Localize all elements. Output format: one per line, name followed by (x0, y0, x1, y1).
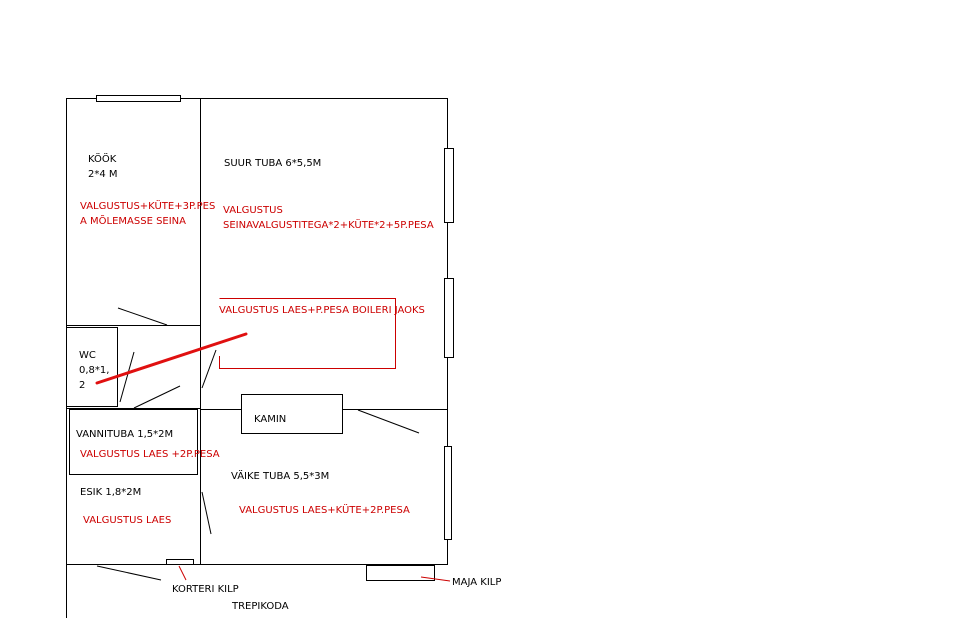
boiler-note-frame (219, 298, 396, 369)
living-room-name: SUUR TUBA 6*5,5M (224, 158, 321, 169)
stairwell-label: TREPIKODA (231, 601, 289, 612)
living-door (201, 349, 217, 389)
entrance-door (96, 565, 162, 581)
doors (96, 307, 420, 581)
living-small-door (357, 409, 420, 434)
wc-door (119, 351, 135, 403)
living-room-note-1: VALGUSTUS (223, 205, 283, 216)
kitchen-size: 2*4 M (88, 169, 118, 180)
living-window-1 (444, 148, 454, 223)
wc-walls (66, 327, 118, 407)
apartment-panel-box (166, 559, 194, 565)
small-room-name: VÄIKE TUBA 5,5*3M (231, 469, 329, 482)
wc-size-2: 2 (79, 380, 85, 391)
house-panel-label: MAJA KILP (452, 577, 501, 588)
living-window-2 (444, 278, 454, 358)
kitchen-note-2: A MÕLEMASSE SEINA (80, 214, 186, 227)
hall-name: ESIK 1,8*2M (80, 487, 141, 498)
kitchen-window (96, 95, 181, 102)
wc-name: WC (79, 350, 96, 361)
living-room-note-2: SEINAVALGUSTITEGA*2+KÜTE*2+5P.PESA (223, 218, 434, 231)
apartment-panel-leader (178, 565, 187, 581)
kitchen-name: KÖÖK (88, 152, 117, 165)
walls (66, 98, 448, 618)
wc-size-1: 0,8*1, (79, 365, 109, 376)
bathroom-name: VANNITUBA 1,5*2M (76, 429, 173, 440)
kitchen-note-1: VALGUSTUS+KÜTE+3P.PES (80, 199, 215, 212)
apartment-panel-label: KORTERI KILP (172, 584, 239, 595)
small-room-window (444, 446, 452, 540)
house-panel-box (366, 565, 435, 581)
house-panel-leader (420, 576, 451, 582)
hall-note: VALGUSTUS LAES (83, 515, 171, 526)
fireplace-label: KAMIN (254, 414, 286, 425)
kitchen-door (117, 307, 168, 326)
bathroom-walls (69, 409, 198, 475)
bathroom-door (133, 385, 181, 409)
windows (96, 95, 454, 540)
bathroom-note: VALGUSTUS LAES +2P.PESA (80, 449, 220, 460)
fireplace-box (241, 394, 343, 434)
boiler-note: VALGUSTUS LAES+P.PESA BOILERI JAOKS (219, 305, 425, 316)
small-room-door (201, 491, 212, 535)
small-room-note: VALGUSTUS LAES+KÜTE+2P.PESA (239, 503, 410, 516)
boiler-pointer (95, 332, 248, 385)
